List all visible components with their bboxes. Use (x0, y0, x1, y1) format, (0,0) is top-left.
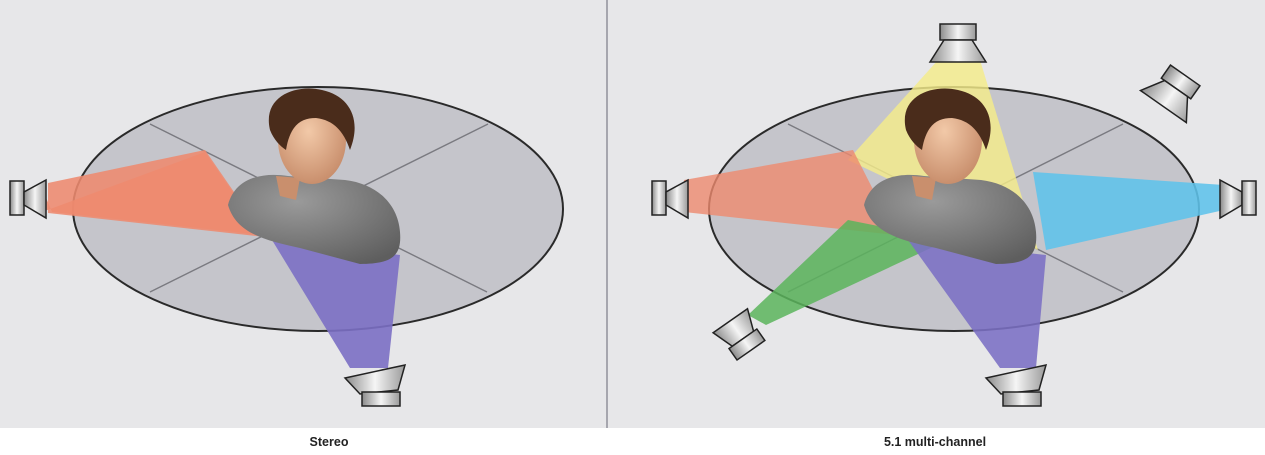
left-channel-beam-wide (48, 150, 265, 237)
panel-divider (606, 0, 608, 428)
speaker-icon (928, 23, 988, 63)
right-channel-beam (908, 240, 1046, 368)
left-channel-beam (684, 150, 896, 235)
speaker-icon (984, 364, 1048, 407)
surround-left-beam (748, 220, 948, 325)
listener-figure (228, 88, 401, 264)
listener-figure (864, 88, 1037, 264)
multichannel-diagram (651, 23, 1257, 407)
speaker-icon (651, 178, 689, 220)
right-channel-beam (272, 240, 400, 368)
stereo-caption: Stereo (309, 435, 349, 449)
speaker-icon (343, 364, 407, 407)
speaker-icon (1219, 178, 1257, 220)
speaker-icon (711, 307, 766, 362)
multichannel-caption: 5.1 multi-channel (883, 435, 987, 449)
stereo-diagram (9, 86, 564, 407)
speaker-icon (9, 178, 47, 220)
speaker-icon (1138, 64, 1201, 125)
surround-right-beam (1033, 172, 1224, 250)
